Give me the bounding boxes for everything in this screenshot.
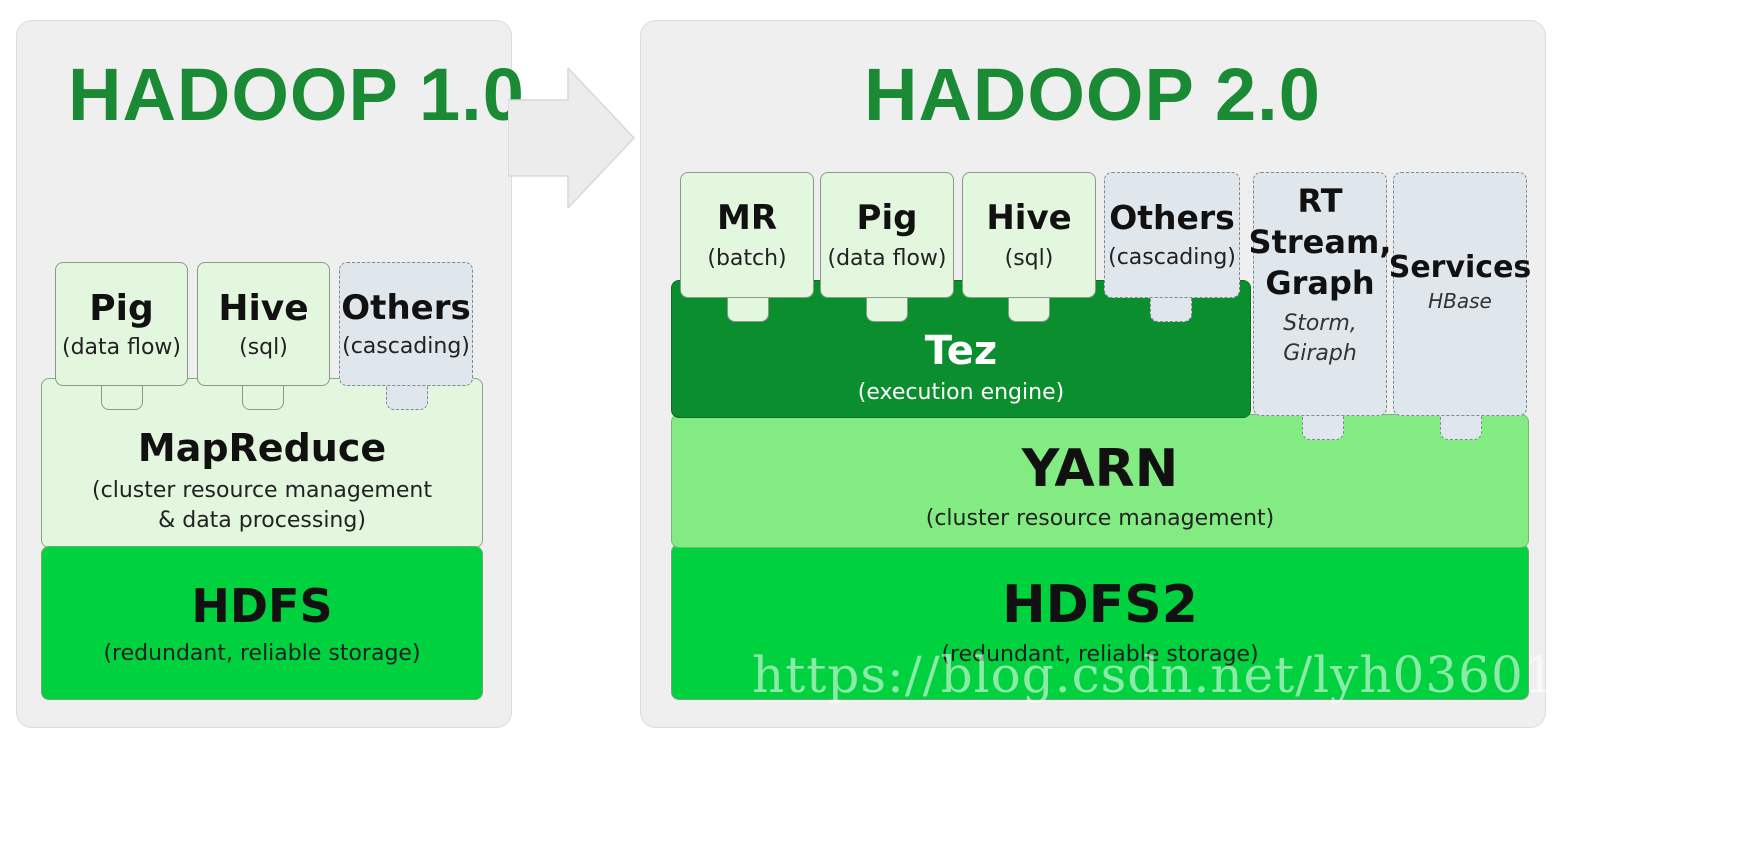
rt-line1: RT [1297,182,1343,220]
h2-app-mr-name: MR [716,197,777,238]
arrow-right-icon [508,68,636,208]
h2-app-others-name: Others [1109,198,1235,238]
rt-stream-graph-block: RT Stream, Graph Storm, Giraph [1249,172,1391,416]
h2-app-pig: Pig (data flow) [820,172,954,298]
h2-app-pig-name: Pig [856,197,918,238]
rt-line3: Graph [1265,263,1375,302]
mapreduce-sub1: (cluster resource management [92,478,432,504]
hive2-connector [1008,296,1050,322]
h1-app-hive-sub: (sql) [239,335,288,361]
pig-connector-front [101,384,143,410]
h1-app-pig-name: Pig [89,287,154,329]
others-connector-front [386,384,428,410]
rt-line2: Stream, [1248,222,1392,261]
h2-app-hive-sub: (sql) [1004,245,1054,271]
h1-app-pig: Pig (data flow) [55,262,188,386]
hdfs2-block: HDFS2 (redundant, reliable storage) [671,544,1529,700]
hive-connector-front [242,384,284,410]
h2-app-hive-name: Hive [986,197,1072,238]
h2-app-pig-sub: (data flow) [827,245,947,271]
h1-app-others-sub: (cascading) [342,333,470,359]
mapreduce-name: MapReduce [137,425,387,470]
watermark: https://blog.csdn.net/lyh03601 [752,646,1557,704]
h1-app-others: Others (cascading) [339,262,473,386]
services-block: Services HBase [1389,172,1531,416]
tez-sub: (execution engine) [857,379,1065,405]
h1-app-hive-name: Hive [218,287,309,329]
h1-app-pig-sub: (data flow) [61,335,182,361]
h2-app-hive: Hive (sql) [962,172,1096,298]
others2-connector [1150,296,1192,322]
mapreduce-sub2: & data processing) [158,507,366,533]
yarn-block: YARN (cluster resource management) [671,414,1529,548]
hdfs-name: HDFS [191,578,333,633]
h2-app-mr: MR (batch) [680,172,814,298]
services-connector [1440,414,1482,440]
yarn-sub: (cluster resource management) [925,505,1275,531]
rt-connector [1302,414,1344,440]
mr-connector [727,296,769,322]
services-name: Services [1388,250,1532,285]
hadoop2-title: HADOOP 2.0 [864,53,1321,136]
rt-sub2: Giraph [1283,340,1357,366]
hdfs-sub: (redundant, reliable storage) [103,640,421,666]
h2-app-mr-sub: (batch) [707,245,787,271]
hdfs2-name: HDFS2 [1002,575,1198,636]
services-sub: HBase [1428,288,1492,313]
hdfs2-sub: (redundant, reliable storage) [941,642,1259,668]
h1-app-hive: Hive (sql) [197,262,330,386]
h2-app-others: Others (cascading) [1104,172,1240,298]
hadoop1-title: HADOOP 1.0 [68,53,525,136]
pig2-connector [866,296,908,322]
yarn-name: YARN [1021,438,1179,499]
h2-app-others-sub: (cascading) [1108,245,1236,271]
h1-app-others-name: Others [341,287,471,328]
rt-sub1: Storm, [1283,311,1357,337]
tez-name: Tez [924,327,998,374]
hdfs-block: HDFS (redundant, reliable storage) [41,546,483,700]
